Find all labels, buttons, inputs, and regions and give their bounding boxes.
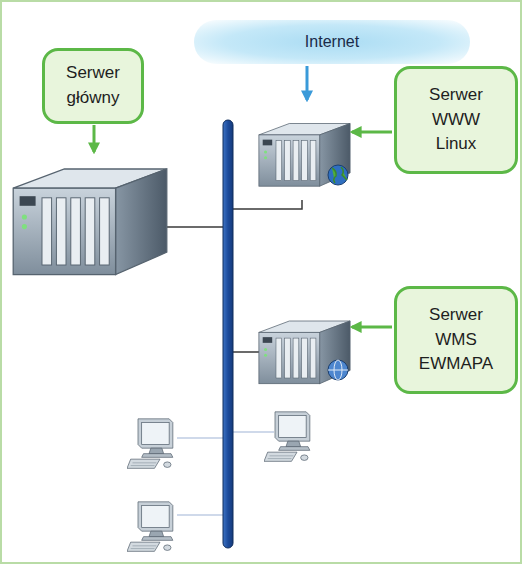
globe-icon: [328, 165, 348, 185]
main-server-icon: [13, 169, 167, 275]
wms-server-icon: [259, 321, 350, 384]
www-server-icon: [259, 124, 350, 187]
network-link: [167, 226, 226, 228]
network-link: [232, 431, 274, 432]
network-link: [177, 437, 226, 438]
callout-arrow: [352, 326, 392, 329]
internet-arrow: [306, 66, 309, 100]
callout-arrow: [93, 125, 96, 152]
network-link: [232, 200, 302, 209]
network-link: [177, 514, 226, 515]
node-label: Serwer WWW Linux: [417, 83, 495, 157]
network-bus: [223, 120, 233, 548]
server-callout: Serwer WWW Linux: [394, 66, 518, 174]
node-label: Serwer główny: [56, 61, 130, 110]
internet-cloud: Internet: [194, 20, 470, 64]
workstation-icon: [127, 502, 173, 551]
server-callout: Serwer WMS EWMAPA: [394, 286, 518, 394]
workstation-icon: [127, 419, 173, 469]
node-label: Serwer WMS EWMAPA: [417, 303, 495, 377]
globe-icon: [328, 360, 348, 380]
workstation-icon: [264, 412, 310, 462]
callout-arrow: [352, 131, 392, 134]
node-label: Internet: [202, 33, 462, 51]
server-callout: Serwer główny: [42, 48, 144, 123]
